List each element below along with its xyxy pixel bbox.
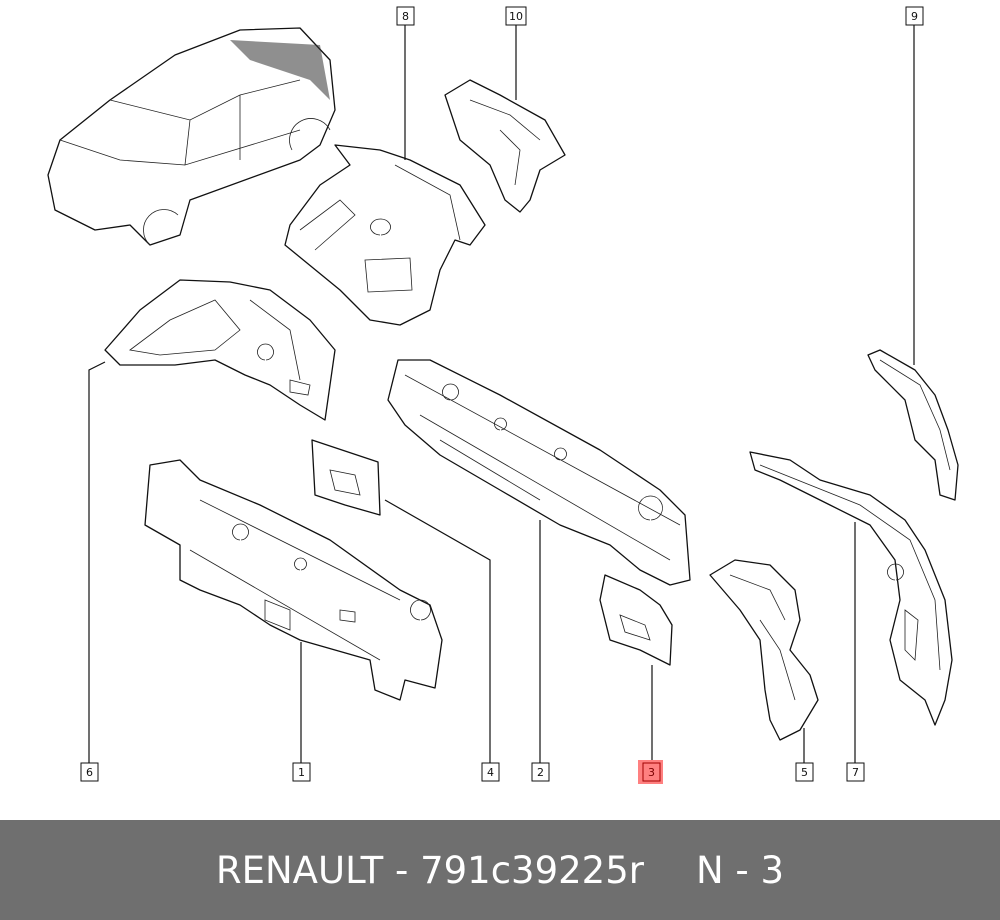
leader-6 — [88, 361, 106, 763]
part-6-wheel-arch — [104, 279, 336, 421]
part-4-plate — [311, 439, 381, 516]
callout-10[interactable]: 10 — [505, 6, 527, 26]
callout-label: 6 — [86, 766, 93, 779]
callout-label: 10 — [509, 10, 523, 23]
part-number: 791c39225r — [420, 848, 644, 892]
vehicle-illustration — [47, 27, 336, 246]
callout-label: 3 — [648, 766, 655, 779]
callout-8[interactable]: 8 — [396, 6, 415, 26]
brand-name: RENAULT — [215, 848, 384, 892]
leader-lines — [88, 25, 915, 763]
callout-label: 9 — [911, 10, 918, 23]
part-3-reinforcement-highlighted — [599, 574, 673, 666]
callout-label: 7 — [852, 766, 859, 779]
part-info-footer: RENAULT - 791c39225r N - 3 — [0, 820, 1000, 920]
position-label: N - 3 — [695, 848, 785, 892]
callout-label: 8 — [402, 10, 409, 23]
separator: - — [383, 848, 421, 892]
part-7-side-rail — [749, 451, 953, 726]
callout-label: 4 — [487, 766, 494, 779]
parts-diagram: 8 10 9 6 1 4 2 3 5 7 — [47, 6, 959, 784]
leader-4 — [384, 499, 491, 763]
callout-3-highlighted[interactable]: 3 — [638, 760, 663, 784]
part-10-bracket — [444, 79, 566, 213]
callout-7[interactable]: 7 — [846, 762, 865, 782]
part-9-rail — [867, 349, 959, 501]
part-1-rear-panel — [144, 459, 443, 701]
part-2-cross-member — [387, 359, 691, 586]
callout-2[interactable]: 2 — [531, 762, 550, 782]
callout-5[interactable]: 5 — [795, 762, 814, 782]
callout-label: 2 — [537, 766, 544, 779]
part-8-rear-wing-inner — [284, 144, 486, 326]
callout-1[interactable]: 1 — [292, 762, 311, 782]
callout-6[interactable]: 6 — [80, 762, 99, 782]
callout-4[interactable]: 4 — [481, 762, 500, 782]
callout-label: 5 — [801, 766, 808, 779]
callout-label: 1 — [298, 766, 305, 779]
callout-9[interactable]: 9 — [905, 6, 924, 26]
part-5-pillar — [709, 559, 819, 741]
